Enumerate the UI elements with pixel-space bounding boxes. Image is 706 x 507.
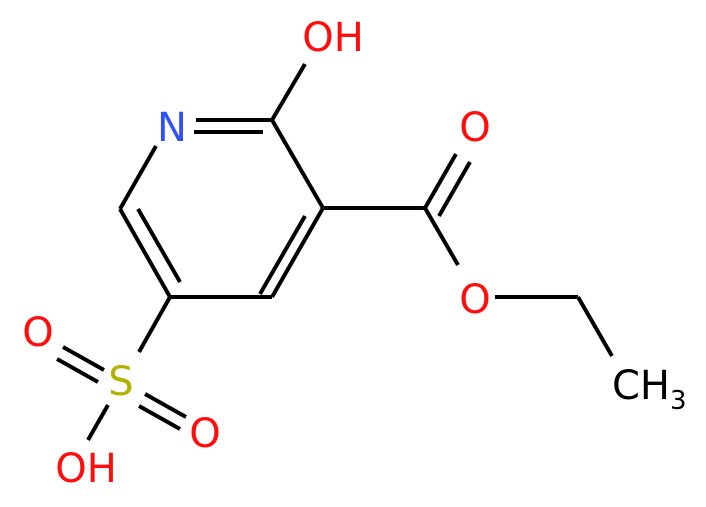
bond-c5-c6: [118, 208, 172, 298]
bond-s-o-left-a: [62, 345, 105, 372]
bond-s-o-right-a: [138, 404, 181, 431]
bond-s-oh: [86, 404, 110, 441]
atom-sulfonyl-oxygen-left: O: [22, 310, 53, 356]
atom-sulfur: S: [108, 359, 133, 405]
atom-methyl-ch: CH: [612, 363, 670, 409]
bond-c2-c3: [270, 118, 325, 210]
ester-bonds: [323, 153, 614, 357]
bond-c3-c4: [270, 207, 325, 298]
ring-bonds: [118, 118, 325, 299]
bond-c2-oh: [270, 62, 307, 122]
bond-c5-s: [137, 296, 172, 353]
bond-s-o-left-b: [56, 357, 99, 384]
atom-sulfonic-hydroxyl: OH: [55, 446, 117, 492]
atom-ester-oxygen: O: [459, 277, 490, 323]
atom-nitrogen: N: [157, 105, 187, 151]
bond-ch2-ch3: [576, 296, 614, 357]
bond-carbonyl-o-a: [423, 153, 458, 209]
atom-methyl-subscript: 3: [670, 386, 687, 416]
bond-s-o-right-b: [144, 392, 187, 419]
atom-methyl: CH3: [612, 363, 687, 416]
bond-c5-c6-inner: [136, 208, 182, 283]
bond-carbonyl-o-b: [437, 161, 472, 217]
sulfonic-bonds: [56, 296, 187, 441]
atom-carbonyl-oxygen: O: [459, 105, 490, 151]
bond-c6-n: [118, 145, 158, 210]
atom-sulfonyl-oxygen-right: O: [189, 411, 220, 457]
atom-hydroxyl: OH: [302, 15, 364, 61]
bond-c3-c4-inner: [258, 215, 307, 295]
bond-carbonyl-oester: [423, 206, 460, 267]
